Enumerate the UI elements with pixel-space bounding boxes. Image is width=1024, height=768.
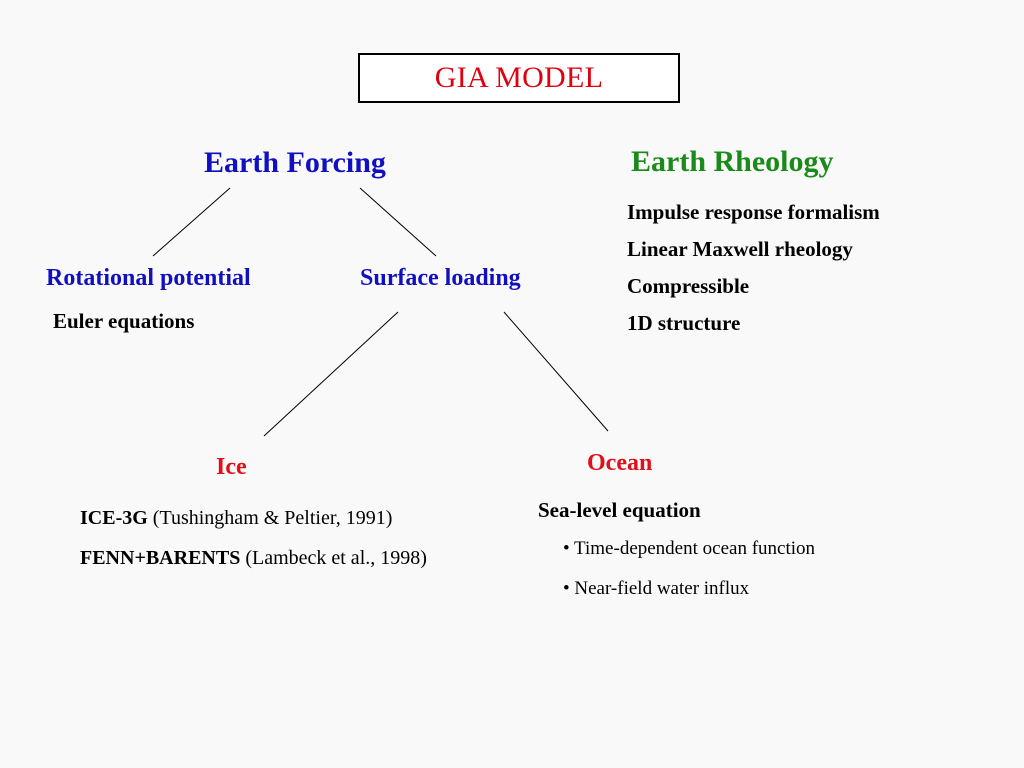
surface-loading-label: Surface loading [360,265,521,291]
rheology-item: Impulse response formalism [627,200,880,224]
ice-model-reference: (Lambeck et al., 1998) [245,547,427,569]
connector-surface-to-ocean [503,311,609,432]
rheology-item: 1D structure [627,311,741,335]
sea-level-equation-text: Sea-level equation [538,498,701,522]
ice-model-row: FENN+BARENTS (Lambeck et al., 1998) [80,547,427,570]
ocean-bullet-item: • Time-dependent ocean function [563,538,816,559]
ice-model-row: ICE-3G (Tushingham & Peltier, 1991) [80,507,392,530]
rheology-item: Compressible [627,274,750,298]
euler-equations-text: Euler equations [53,309,195,333]
ocean-heading: Ocean [587,450,653,476]
connector-forcing-to-surface [359,187,437,257]
ocean-bullet-item: • Near-field water influx [563,578,750,599]
rotational-potential-label: Rotational potential [46,265,251,291]
earth-forcing-heading: Earth Forcing [204,146,386,179]
earth-rheology-heading: Earth Rheology [631,145,834,178]
connector-surface-to-ice [263,311,399,437]
title-box: GIA MODEL [358,53,680,103]
page-title: GIA MODEL [434,61,604,94]
rheology-item: Linear Maxwell rheology [627,237,853,261]
ice-model-name: FENN+BARENTS [80,547,241,569]
ice-model-reference: (Tushingham & Peltier, 1991) [152,507,393,529]
connector-forcing-to-rotational [152,187,231,257]
ice-model-name: ICE-3G [80,507,148,529]
ice-heading: Ice [216,454,247,480]
